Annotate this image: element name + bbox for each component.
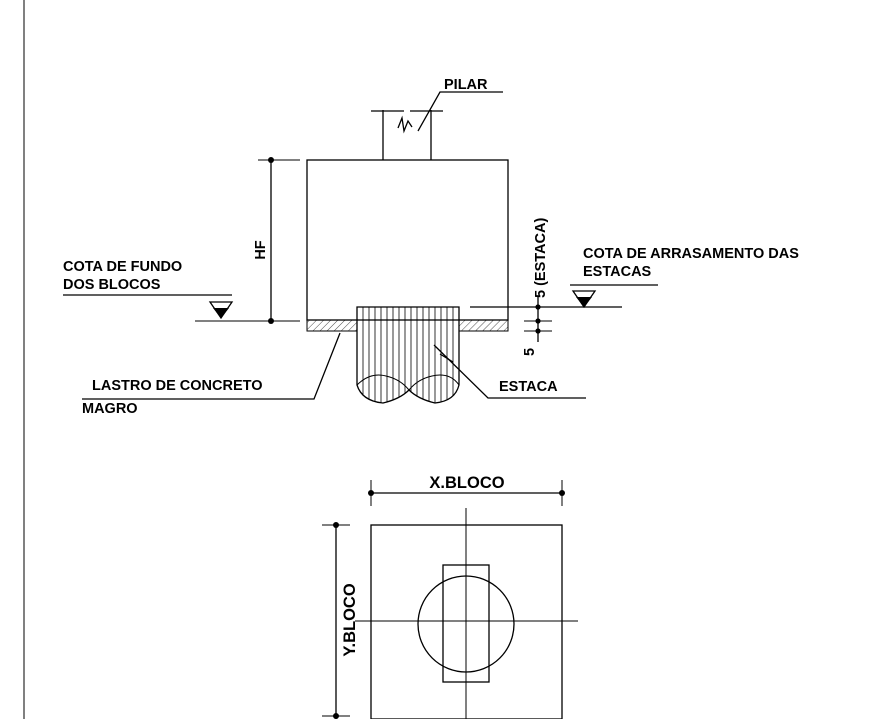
level-marker-arrasamento-icon bbox=[571, 290, 597, 309]
label-estaca-dim: 5 (ESTACA) bbox=[533, 218, 549, 298]
label-cota-fundo-line1: COTA DE FUNDO bbox=[63, 259, 182, 275]
pilar-leader bbox=[417, 91, 503, 132]
label-pilar: PILAR bbox=[444, 77, 488, 93]
label-x-bloco: X.BLOCO bbox=[429, 474, 504, 492]
pile-cap-block bbox=[306, 159, 509, 321]
label-y-bloco: Y.BLOCO bbox=[341, 583, 359, 657]
small-dimensions bbox=[524, 296, 552, 342]
lastro-leader bbox=[82, 332, 341, 400]
label-cota-arrasamento-line2: ESTACAS bbox=[583, 264, 652, 280]
label-estaca: ESTACA bbox=[499, 379, 558, 395]
label-lastro-line1: LASTRO DE CONCRETO bbox=[92, 378, 263, 394]
plan-view: X.BLOCO Y.BLOCO bbox=[322, 474, 578, 719]
label-lastro-dim: 5 bbox=[522, 348, 538, 356]
lastro-concreto-left bbox=[306, 319, 358, 332]
pillar bbox=[371, 110, 443, 160]
level-marker-fundo-icon bbox=[208, 301, 234, 320]
label-lastro-line2: MAGRO bbox=[82, 401, 138, 417]
lastro-concreto-right bbox=[458, 319, 509, 332]
pillar-break-symbol bbox=[397, 115, 413, 134]
estaca-leader bbox=[433, 344, 586, 399]
elevation-view: PILAR HF COTA DE FUNDO DOS BLOCOS bbox=[63, 77, 799, 417]
label-cota-fundo-line2: DOS BLOCOS bbox=[63, 277, 161, 293]
hf-dimension bbox=[195, 157, 300, 324]
label-cota-arrasamento-line1: COTA DE ARRASAMENTO DAS bbox=[583, 246, 799, 262]
label-hf: HF bbox=[253, 240, 269, 259]
